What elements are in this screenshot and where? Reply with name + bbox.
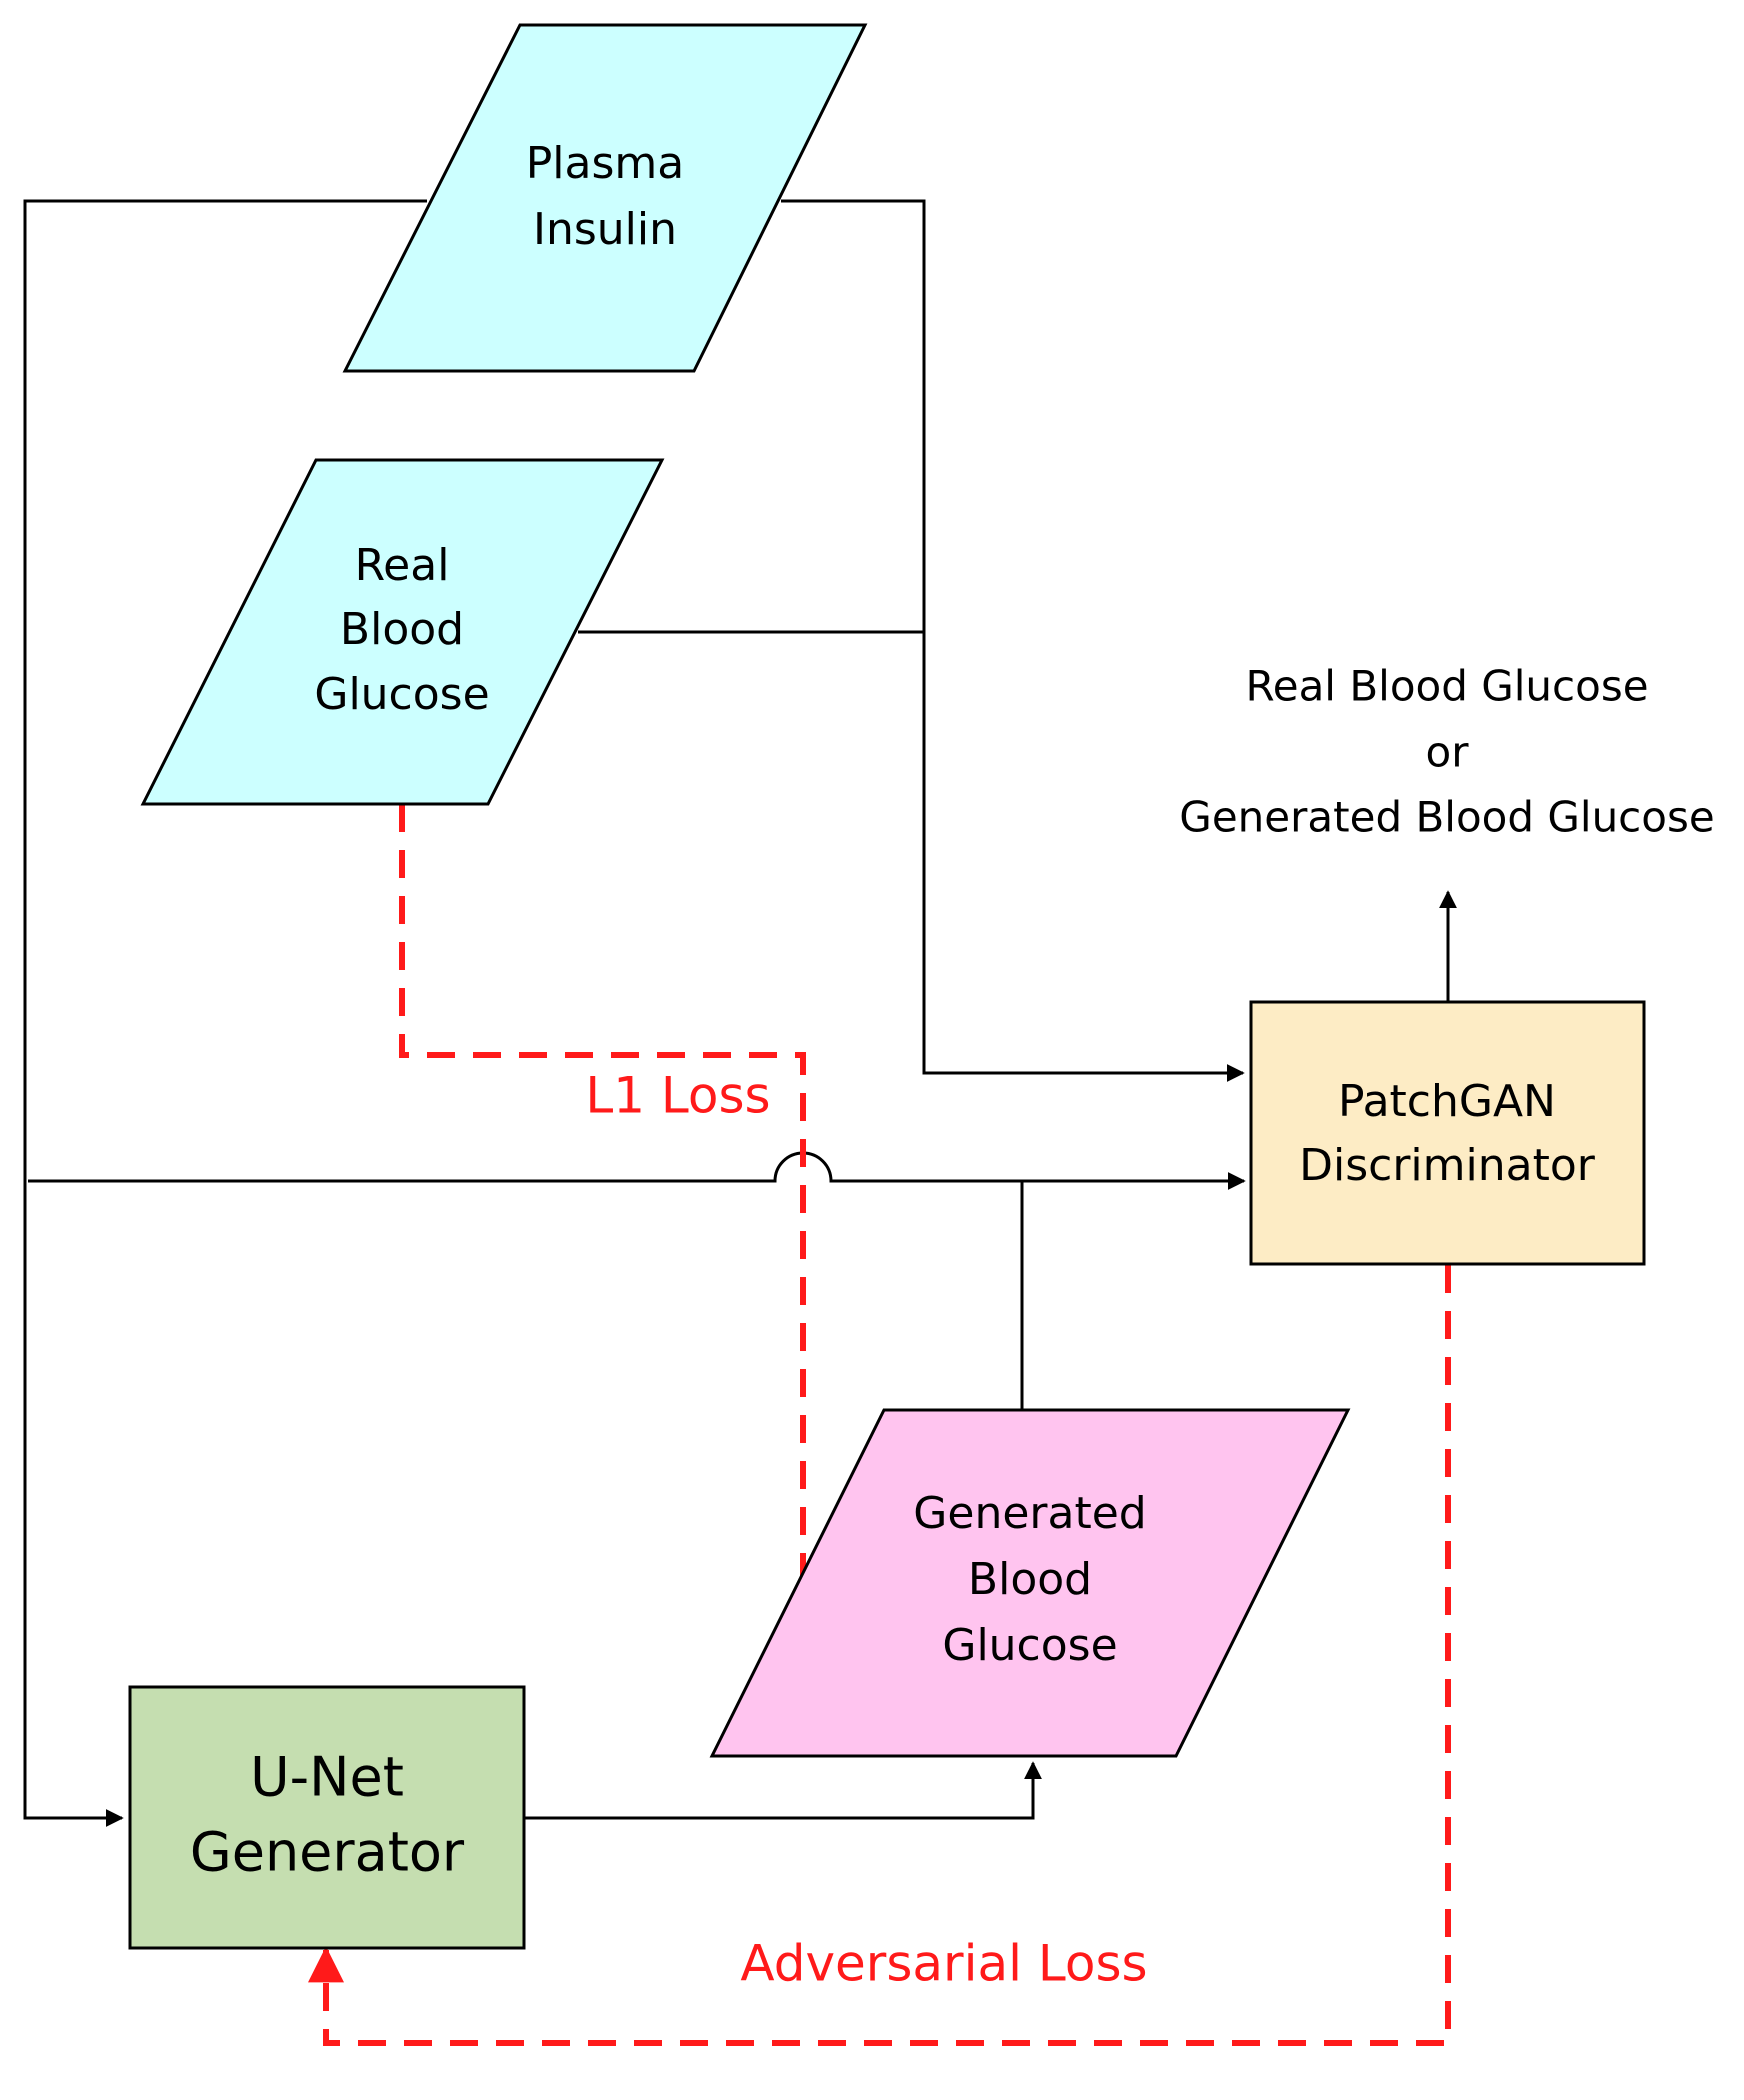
condition-to-discriminator-line-with-crossing <box>28 1151 1246 1190</box>
generated-blood-glucose-label-line-3: Glucose <box>942 1620 1117 1671</box>
generated-blood-glucose-label-line-2: Blood <box>968 1554 1092 1605</box>
patchgan-discriminator-label-line-1: PatchGAN <box>1338 1076 1556 1127</box>
output-label-line-3: Generated Blood Glucose <box>1179 793 1714 842</box>
plasma-insulin-shape <box>342 23 868 373</box>
plasma-insulin-label-line-1: Plasma <box>526 138 684 189</box>
unet-generator-node: U-Net Generator <box>128 1685 526 1950</box>
plasma-to-generator-line <box>23 199 427 1827</box>
unet-generator-label-line-2: Generator <box>190 1821 465 1884</box>
generated-blood-glucose-shape <box>709 1408 1351 1758</box>
generated-blood-glucose-node: Generated Blood Glucose <box>709 1408 1351 1758</box>
plasma-insulin-label-line-2: Insulin <box>533 204 677 255</box>
patchgan-discriminator-box <box>1249 1000 1646 1266</box>
adversarial-loss-line <box>308 1265 1451 2046</box>
patchgan-discriminator-label-line-2: Discriminator <box>1299 1140 1596 1191</box>
plasma-to-discriminator-line <box>781 199 1245 1082</box>
adversarial-loss-label: Adversarial Loss <box>740 1935 1147 1993</box>
real-blood-glucose-label-line-3: Glucose <box>314 669 489 720</box>
l1-loss-label: L1 Loss <box>585 1067 770 1125</box>
real-blood-glucose-shape <box>140 458 665 806</box>
real-blood-glucose-label-line-2: Blood <box>340 604 464 655</box>
generated-blood-glucose-label-line-1: Generated <box>913 1488 1146 1539</box>
plasma-insulin-node: Plasma Insulin <box>342 23 868 373</box>
generator-to-generated-glucose-line <box>524 1761 1042 1820</box>
real-blood-glucose-node: Real Blood Glucose <box>140 458 665 806</box>
output-label-line-1: Real Blood Glucose <box>1245 662 1648 711</box>
output-label-line-2: or <box>1426 728 1470 777</box>
real-blood-glucose-label-line-1: Real <box>355 540 450 591</box>
patchgan-discriminator-node: PatchGAN Discriminator <box>1249 1000 1646 1266</box>
l1-loss-line <box>399 804 806 1585</box>
connector-lines <box>23 199 1457 1827</box>
unet-generator-label-line-1: U-Net <box>250 1746 404 1809</box>
loss-lines <box>308 804 1451 2046</box>
unet-generator-box <box>128 1685 526 1950</box>
discriminator-output-label: Real Blood Glucose or Generated Blood Gl… <box>1179 662 1714 842</box>
